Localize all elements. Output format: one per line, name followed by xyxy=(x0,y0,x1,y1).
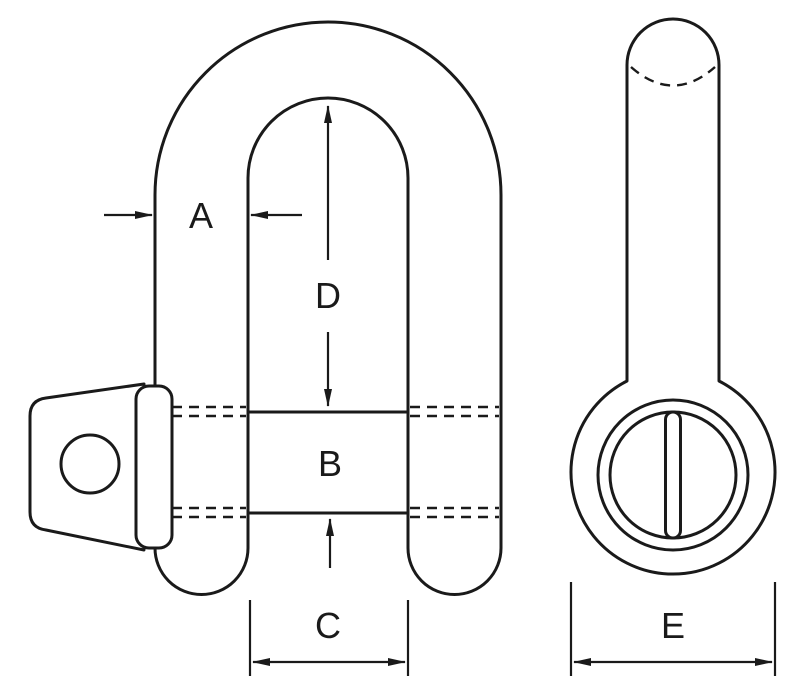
dimension-c: C xyxy=(248,600,410,676)
dim-c-label: C xyxy=(315,605,341,646)
dim-d-label: D xyxy=(315,275,341,316)
hidden-pin-lines xyxy=(172,405,499,519)
dim-e-label: E xyxy=(661,605,685,646)
pin-head-hole xyxy=(59,433,121,495)
pin-slot xyxy=(664,410,682,540)
dim-a-label: A xyxy=(189,195,213,236)
dimension-e: E xyxy=(569,582,777,676)
shackle-body-outline xyxy=(153,20,503,596)
front-view: A D B C xyxy=(28,20,503,676)
dimension-b: B xyxy=(318,443,342,568)
side-view: E xyxy=(569,17,777,676)
pin-collar xyxy=(134,384,174,550)
dimension-d: D xyxy=(315,105,341,407)
dimension-a: A xyxy=(104,195,302,236)
dim-b-label: B xyxy=(318,443,342,484)
